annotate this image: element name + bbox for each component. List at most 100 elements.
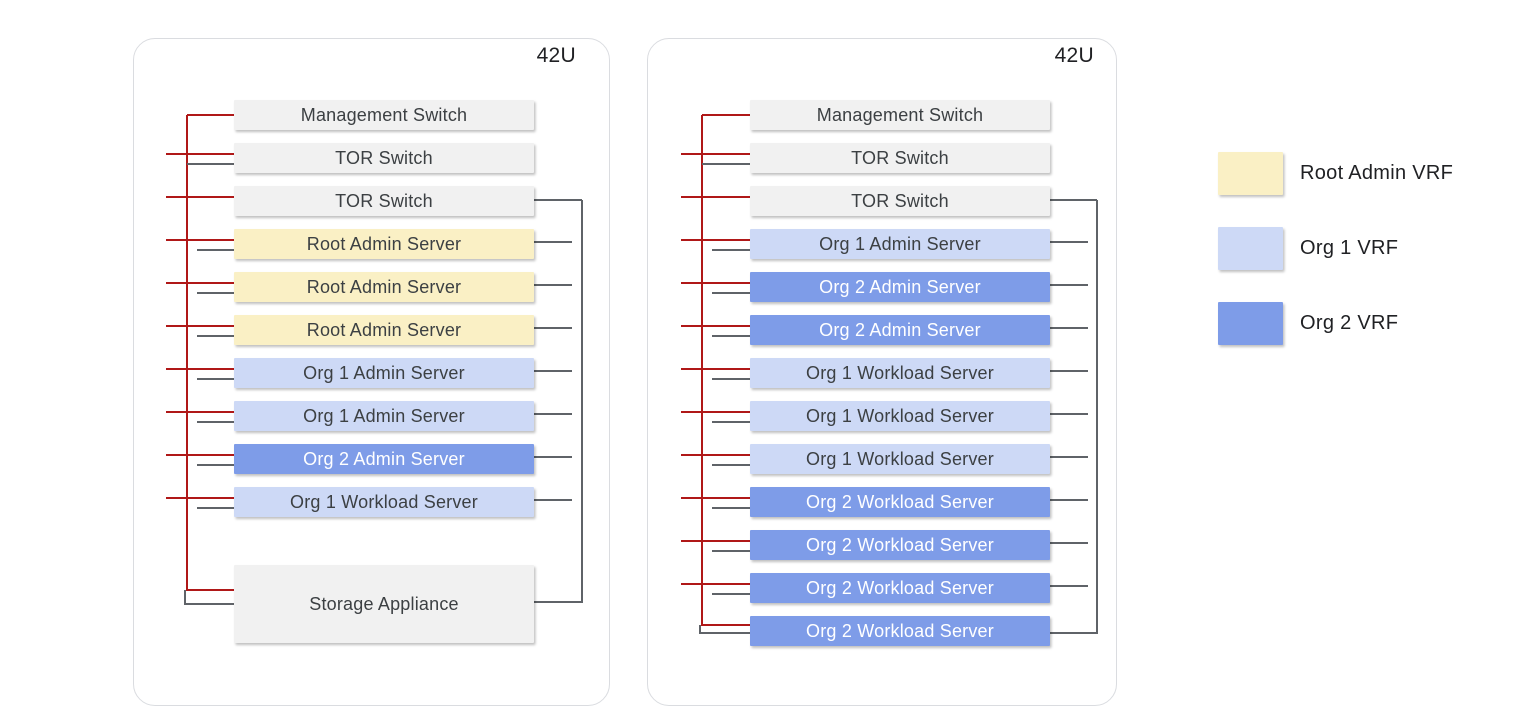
- data-link-line: [1050, 499, 1088, 501]
- mgmt-link-line: [187, 589, 234, 591]
- data-bus-line: [534, 601, 582, 603]
- unit-tor-switch: TOR Switch: [750, 186, 1050, 216]
- unit-org-2-workload-server: Org 2 Workload Server: [750, 530, 1050, 560]
- mgmt-link-line: [166, 196, 234, 198]
- legend-swatch-org-1-vrf: [1218, 227, 1283, 270]
- data-link-line: [197, 464, 234, 466]
- mgmt-link-line: [166, 497, 234, 499]
- data-link-line: [702, 163, 750, 165]
- data-bus-line: [534, 199, 582, 201]
- mgmt-link-line: [681, 282, 750, 284]
- vrf-legend: Root Admin VRF Org 1 VRF Org 2 VRF: [1218, 152, 1528, 352]
- data-link-line: [197, 421, 234, 423]
- data-link-line: [1050, 542, 1088, 544]
- legend-label: Org 1 VRF: [1300, 237, 1399, 259]
- unit-tor-switch: TOR Switch: [234, 186, 534, 216]
- unit-org-2-workload-server: Org 2 Workload Server: [750, 573, 1050, 603]
- unit-management-switch: Management Switch: [234, 100, 534, 130]
- mgmt-link-line: [681, 497, 750, 499]
- mgmt-link-line: [166, 239, 234, 241]
- unit-tor-switch: TOR Switch: [750, 143, 1050, 173]
- mgmt-link-line: [681, 196, 750, 198]
- unit-org-1-workload-server: Org 1 Workload Server: [750, 401, 1050, 431]
- mgmt-link-line: [166, 325, 234, 327]
- data-link-line: [1050, 413, 1088, 415]
- legend-swatch-org-2-vrf: [1218, 302, 1283, 345]
- unit-storage-appliance: Storage Appliance: [234, 565, 534, 643]
- data-link-line: [534, 241, 572, 243]
- mgmt-link-line: [166, 411, 234, 413]
- unit-org-2-admin-server: Org 2 Admin Server: [750, 315, 1050, 345]
- data-link-line: [534, 499, 572, 501]
- legend-label: Org 2 VRF: [1300, 312, 1399, 334]
- mgmt-link-line: [166, 368, 234, 370]
- data-link-line: [197, 292, 234, 294]
- data-link-line: [197, 335, 234, 337]
- data-bus-line: [1096, 200, 1098, 634]
- data-link-line: [197, 249, 234, 251]
- unit-org-1-workload-server: Org 1 Workload Server: [750, 444, 1050, 474]
- legend-item-root-admin-vrf: Root Admin VRF: [1218, 152, 1453, 195]
- data-link-line: [534, 284, 572, 286]
- data-link-line: [712, 249, 750, 251]
- mgmt-link-line: [681, 540, 750, 542]
- mgmt-bus-line: [186, 115, 188, 591]
- legend-item-org-1-vrf: Org 1 VRF: [1218, 227, 1398, 270]
- unit-org-2-workload-server: Org 2 Workload Server: [750, 487, 1050, 517]
- data-bus-line: [1050, 199, 1097, 201]
- unit-org-1-workload-server: Org 1 Workload Server: [234, 487, 534, 517]
- data-link-line: [1050, 284, 1088, 286]
- data-link-line: [187, 163, 234, 165]
- mgmt-link-line: [681, 454, 750, 456]
- data-link-line: [1050, 456, 1088, 458]
- rack-1-capacity-label: 42U: [536, 44, 576, 67]
- data-link-line: [712, 464, 750, 466]
- unit-tor-switch: TOR Switch: [234, 143, 534, 173]
- data-link-line: [712, 292, 750, 294]
- data-link-line: [712, 550, 750, 552]
- mgmt-link-line: [681, 368, 750, 370]
- data-link-line: [712, 378, 750, 380]
- legend-item-org-2-vrf: Org 2 VRF: [1218, 302, 1398, 345]
- mgmt-link-line: [166, 153, 234, 155]
- mgmt-link-line: [187, 114, 234, 116]
- unit-org-1-workload-server: Org 1 Workload Server: [750, 358, 1050, 388]
- rack-2-capacity-label: 42U: [1054, 44, 1094, 67]
- data-link-line: [1050, 585, 1088, 587]
- data-link-line: [184, 590, 186, 605]
- data-link-line: [534, 370, 572, 372]
- unit-root-admin-server: Root Admin Server: [234, 272, 534, 302]
- unit-org-1-admin-server: Org 1 Admin Server: [234, 358, 534, 388]
- legend-swatch-root-admin-vrf: [1218, 152, 1283, 195]
- unit-root-admin-server: Root Admin Server: [234, 229, 534, 259]
- data-bus-line: [1050, 632, 1097, 634]
- data-link-line: [1050, 241, 1088, 243]
- data-link-line: [197, 378, 234, 380]
- data-link-line: [700, 632, 750, 634]
- mgmt-link-line: [681, 153, 750, 155]
- mgmt-link-line: [681, 325, 750, 327]
- unit-org-2-admin-server: Org 2 Admin Server: [750, 272, 1050, 302]
- unit-management-switch: Management Switch: [750, 100, 1050, 130]
- mgmt-link-line: [702, 624, 750, 626]
- data-link-line: [534, 456, 572, 458]
- mgmt-link-line: [681, 411, 750, 413]
- mgmt-bus-line: [701, 115, 703, 626]
- unit-root-admin-server: Root Admin Server: [234, 315, 534, 345]
- mgmt-link-line: [681, 583, 750, 585]
- legend-label: Root Admin VRF: [1300, 162, 1454, 184]
- mgmt-link-line: [681, 239, 750, 241]
- data-link-line: [712, 507, 750, 509]
- mgmt-link-line: [166, 282, 234, 284]
- mgmt-link-line: [166, 454, 234, 456]
- unit-org-2-admin-server: Org 2 Admin Server: [234, 444, 534, 474]
- data-link-line: [534, 413, 572, 415]
- data-link-line: [712, 335, 750, 337]
- unit-org-1-admin-server: Org 1 Admin Server: [750, 229, 1050, 259]
- data-link-line: [185, 603, 234, 605]
- data-link-line: [1050, 327, 1088, 329]
- data-link-line: [712, 593, 750, 595]
- unit-org-1-admin-server: Org 1 Admin Server: [234, 401, 534, 431]
- unit-org-2-workload-server: Org 2 Workload Server: [750, 616, 1050, 646]
